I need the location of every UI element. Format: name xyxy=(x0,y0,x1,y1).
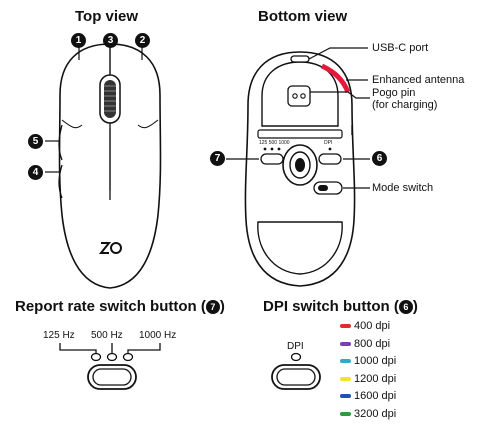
top-view-title: Top view xyxy=(75,8,139,25)
dpi-level-label: 1600 dpi xyxy=(354,390,397,402)
usb-c-label: USB-C port xyxy=(372,42,429,54)
dpi-color-swatch xyxy=(340,411,351,416)
dpi-level-label: 1200 dpi xyxy=(354,372,397,385)
dpi-heading-badge: 6 xyxy=(398,300,413,314)
bottom-rate-labels: 125 500 1000 xyxy=(259,140,290,146)
usb-c-port-icon xyxy=(290,55,310,63)
dpi-color-swatch xyxy=(340,376,351,381)
rate-label-1000: 1000 Hz xyxy=(139,330,177,341)
dpi-level-item: 3200 dpi xyxy=(340,408,396,420)
badge-side-back: 4 xyxy=(28,165,43,180)
dpi-level-label: 3200 dpi xyxy=(354,407,397,420)
dpi-level-item: 800 dpi xyxy=(340,338,390,350)
dpi-switch-heading: DPI switch button (6) xyxy=(263,298,418,315)
dpi-level-label: 400 dpi xyxy=(354,320,391,332)
zowie-logo-icon xyxy=(98,242,122,254)
dpi-color-swatch xyxy=(340,394,351,399)
mode-switch-icon xyxy=(313,181,343,195)
mode-switch-label: Mode switch xyxy=(372,182,434,194)
report-rate-heading-badge: 7 xyxy=(205,300,220,314)
dpi-level-item: 1200 dpi xyxy=(340,373,396,385)
antenna-highlight xyxy=(320,63,351,94)
dpi-color-swatch xyxy=(340,359,351,364)
bottom-dpi-button xyxy=(318,147,342,165)
pogo-sublabel: (for charging) xyxy=(372,99,438,111)
dpi-button-diagram xyxy=(271,352,321,390)
badge-dpi: 6 xyxy=(372,151,387,166)
dpi-level-item: 400 dpi xyxy=(340,320,390,332)
report-rate-heading: Report rate switch button (7) xyxy=(15,298,225,315)
report-rate-diagram xyxy=(59,343,161,390)
bottom-rate-button xyxy=(260,147,284,165)
badge-report-rate: 7 xyxy=(210,151,225,166)
antenna-label: Enhanced antenna xyxy=(372,74,465,86)
side-buttons xyxy=(58,124,63,199)
scroll-wheel xyxy=(99,74,121,124)
pogo-label: Pogo pin xyxy=(372,87,416,99)
rate-label-500: 500 Hz xyxy=(91,330,123,341)
dpi-level-item: 1000 dpi xyxy=(340,355,396,367)
pogo-pin-icon xyxy=(287,85,311,107)
sensor-icon xyxy=(282,144,318,186)
rate-label-125: 125 Hz xyxy=(43,330,75,341)
badge-side-front: 5 xyxy=(28,134,43,149)
badge-right-button: 2 xyxy=(135,33,150,48)
bottom-view-title: Bottom view xyxy=(258,8,348,25)
dpi-level-label: 800 dpi xyxy=(354,337,391,350)
badge-left-button: 1 xyxy=(71,33,86,48)
dpi-color-swatch xyxy=(340,341,351,346)
dpi-button-label: DPI xyxy=(287,341,304,352)
badge-wheel: 3 xyxy=(103,33,118,48)
bottom-dpi-label: DPI xyxy=(324,140,333,146)
dpi-level-item: 1600 dpi xyxy=(340,390,396,402)
dpi-level-label: 1000 dpi xyxy=(354,355,397,367)
dpi-color-swatch xyxy=(340,324,351,329)
